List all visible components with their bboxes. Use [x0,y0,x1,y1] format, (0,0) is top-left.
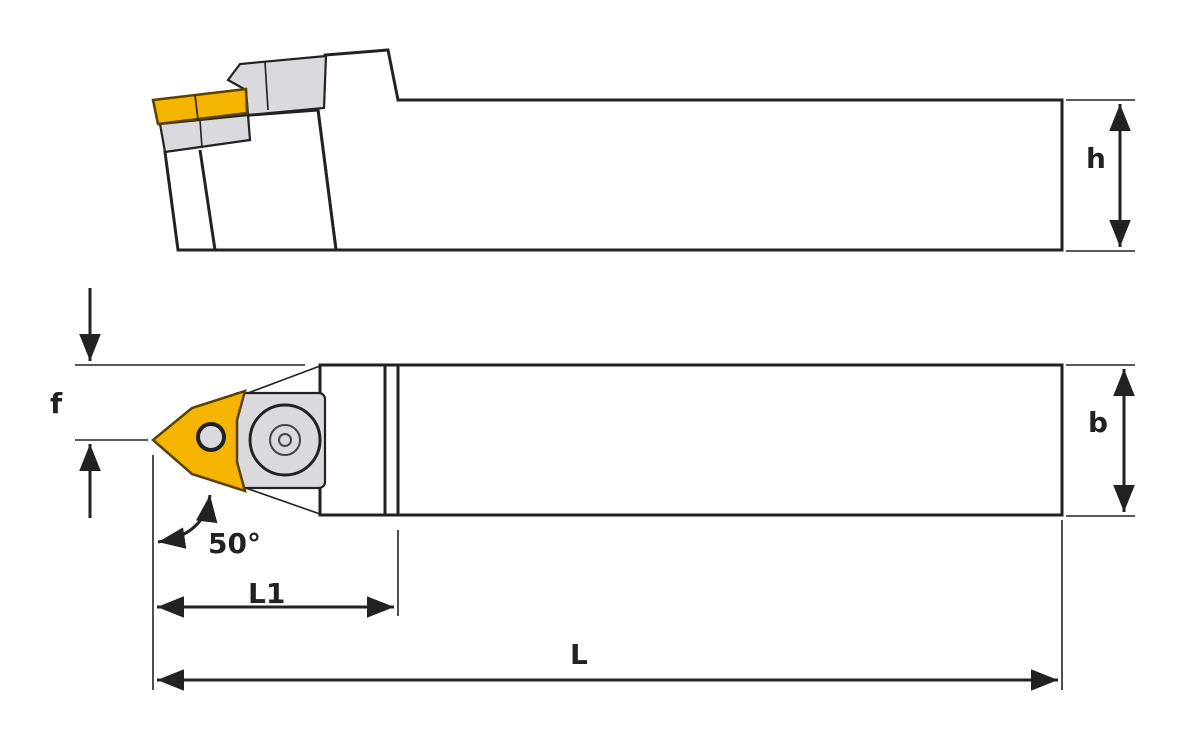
shank-top [318,363,1064,517]
clamp-screw [248,403,322,477]
side-view [151,48,1064,252]
label-h: h [1086,142,1106,175]
insert-side [151,87,249,126]
dimension-b: b [1066,364,1135,517]
seat-side [158,113,252,154]
label-L1: L1 [248,577,285,610]
dimension-angle: 50° [157,494,261,560]
label-L: L [570,638,588,671]
label-angle: 50° [208,527,261,560]
head-edge-line [198,149,217,251]
dimension-h: h [1066,99,1135,252]
dimension-f: f [50,288,148,518]
label-b: b [1088,406,1108,439]
label-f: f [50,387,63,420]
clamp-edge [264,61,269,111]
top-view [75,363,1064,517]
dimension-lengths: L1 L [152,455,1063,691]
insert-hole [196,422,226,452]
